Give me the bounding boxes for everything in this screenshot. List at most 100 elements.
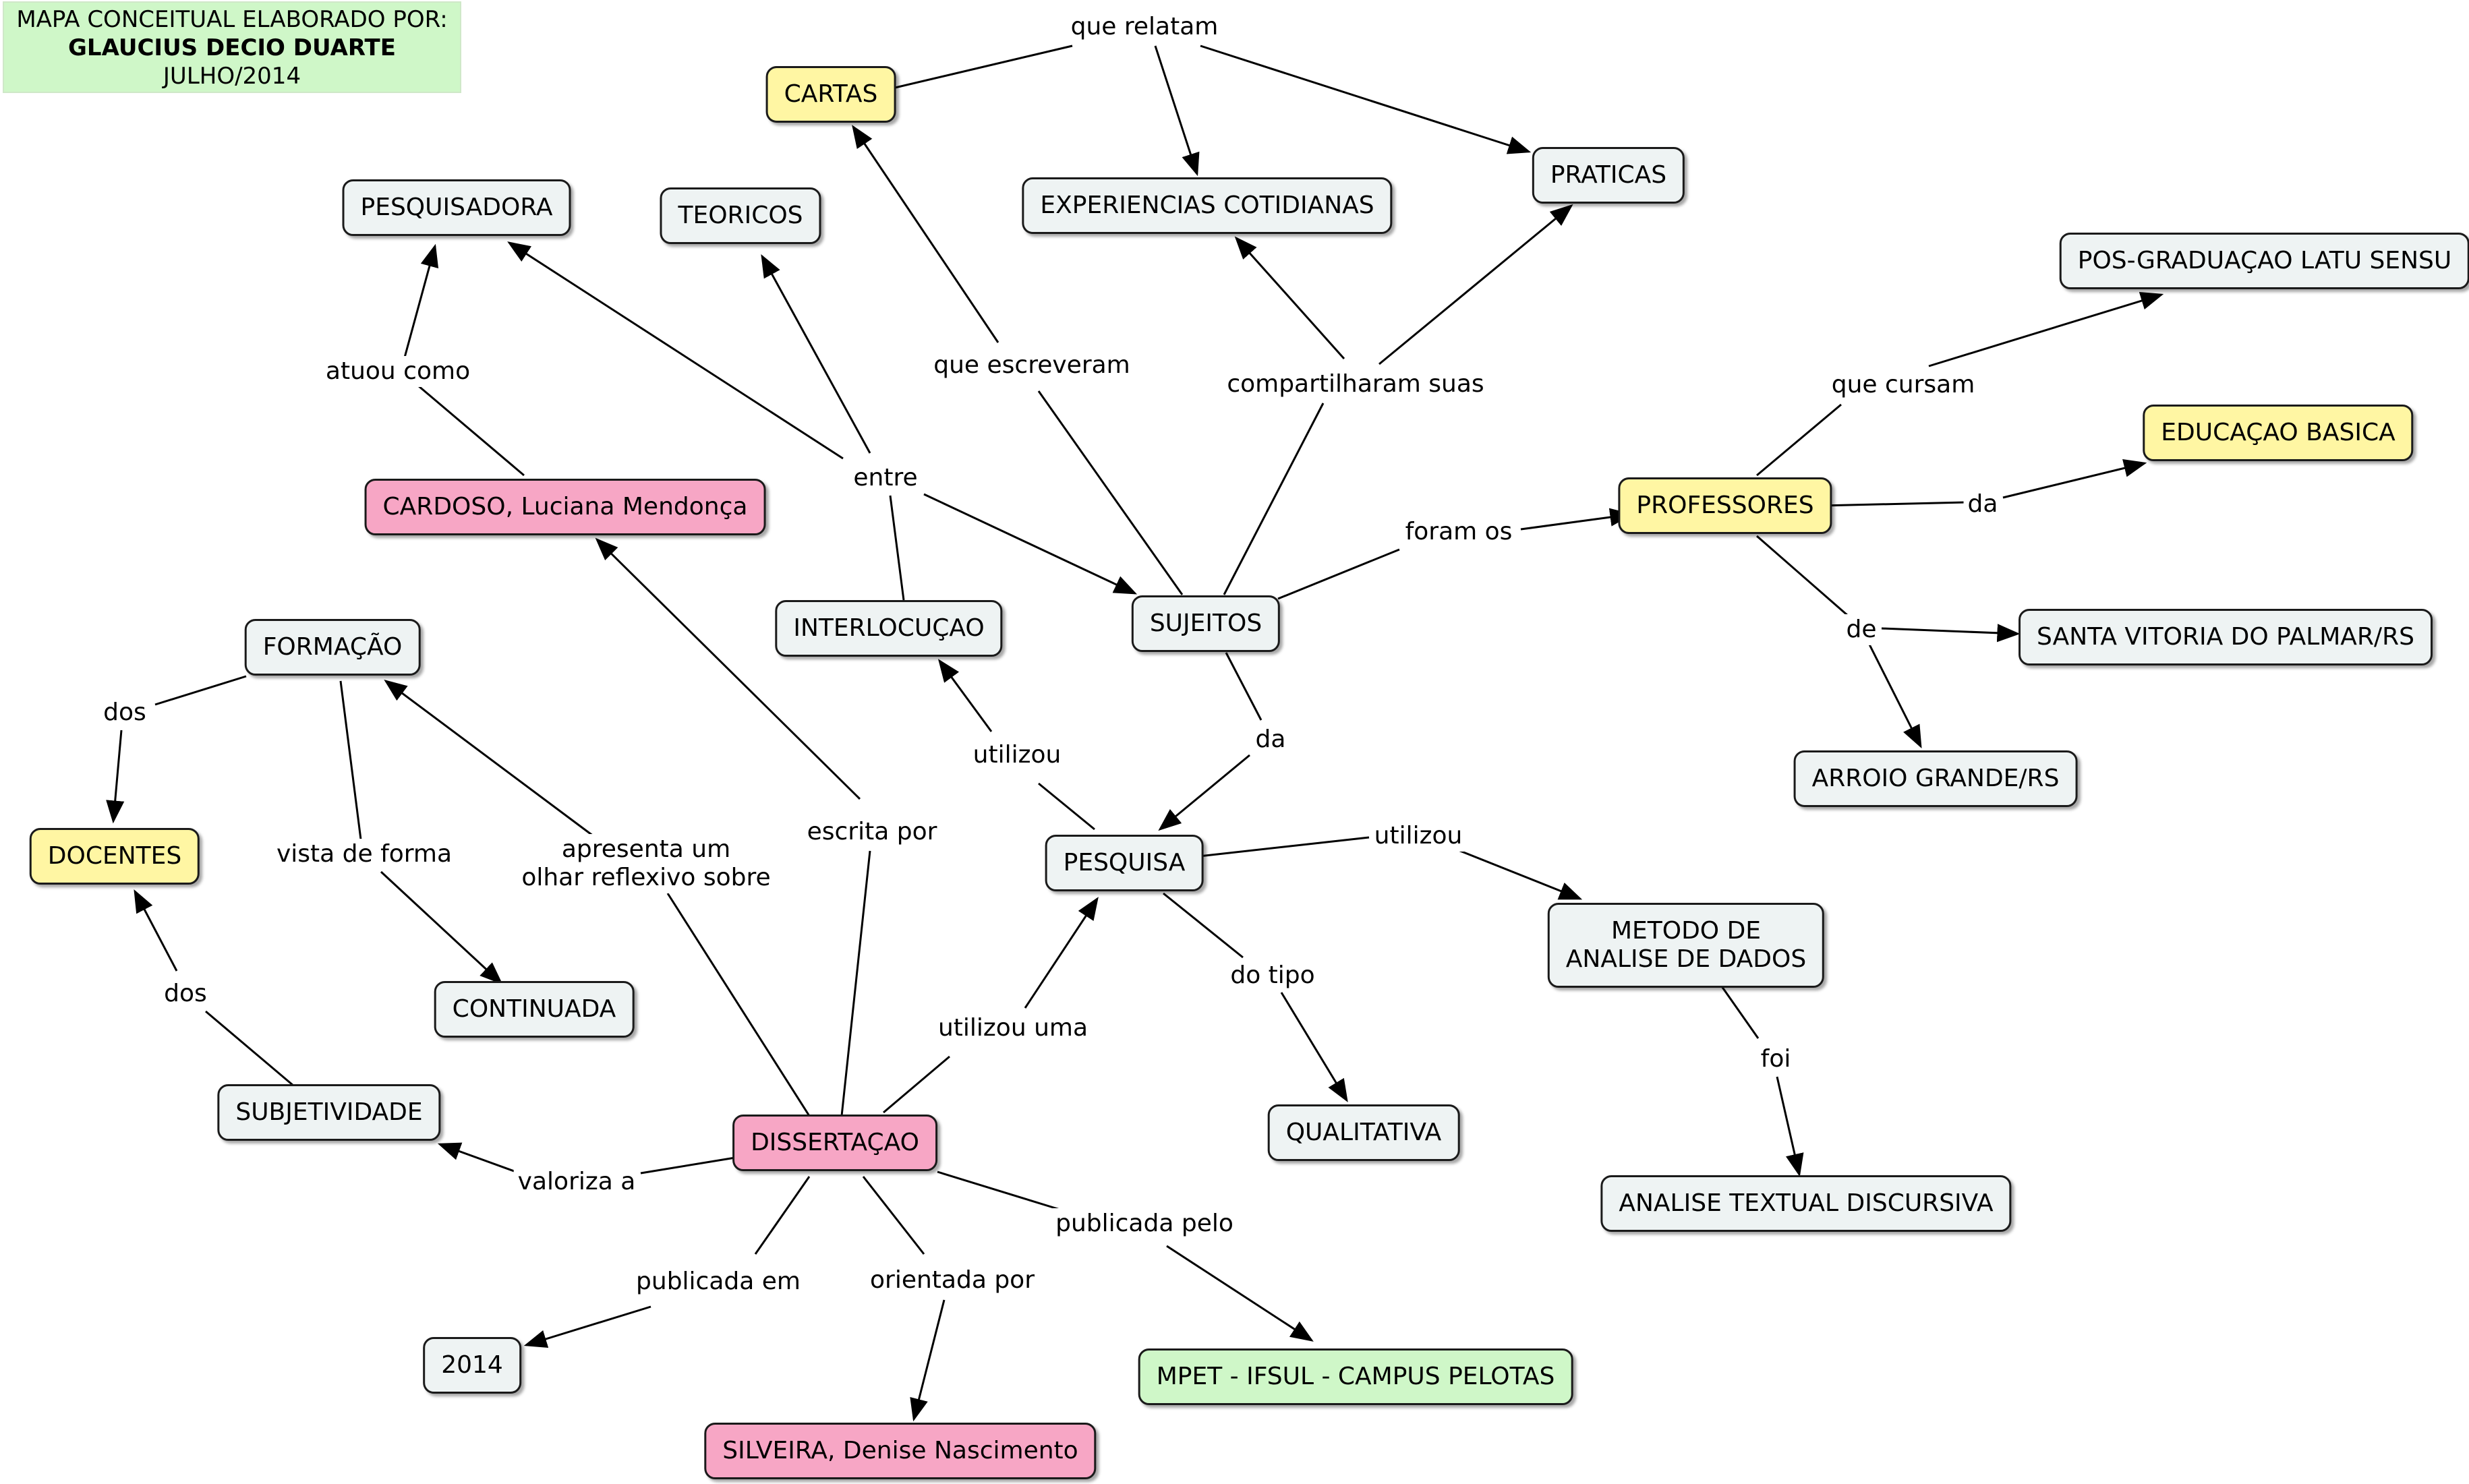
metodo-line-1: METODO DE [1610, 917, 1762, 945]
node-2014[interactable]: 2014 [423, 1337, 521, 1394]
connector-pesquisa-do-tipo [1163, 892, 1244, 959]
node-interlocucao[interactable]: INTERLOCUÇAO [775, 600, 1003, 657]
arrow-de-santa-vitoria [1881, 624, 2021, 643]
arrow-da-educacao [2002, 459, 2147, 499]
arrow-entre-pesquisadora [507, 241, 844, 460]
link-utilizou-interlocucao: utilizou [968, 740, 1066, 771]
link-que-cursam: que cursam [1827, 369, 1979, 400]
arrow-que-cursam-pos [1928, 291, 2164, 367]
arrow-que-escreveram-cartas [852, 125, 999, 343]
arrow-dos-docentes [106, 730, 125, 824]
arrow-dos-subj-docentes [134, 889, 178, 972]
arrow-entre-sujeitos [923, 493, 1138, 595]
link-entre: entre [849, 463, 922, 494]
connector-dissertacao-publicada-em [754, 1176, 811, 1255]
arrow-orientada-silveira [910, 1299, 946, 1422]
node-continuada[interactable]: CONTINUADA [434, 981, 635, 1038]
arrow-utilizou-uma-pesquisa [1024, 897, 1099, 1009]
node-professores[interactable]: PROFESSORES [1618, 477, 1832, 534]
connector-professores-de [1756, 535, 1849, 617]
arrow-que-relatam-praticas [1200, 44, 1532, 154]
node-cartas[interactable]: CARTAS [765, 66, 896, 123]
connector-cardoso-atuou-como [417, 384, 525, 477]
connector-formacao-vista [339, 680, 362, 840]
connector-dissertacao-escrita [840, 850, 871, 1117]
connector-dissertacao-valoriza [640, 1156, 736, 1175]
node-dissertacao[interactable]: DISSERTAÇAO [732, 1115, 937, 1171]
node-educacao-basica[interactable]: EDUCAÇAO BASICA [2143, 405, 2414, 461]
node-arroio-grande[interactable]: ARROIO GRANDE/RS [1793, 750, 2078, 807]
node-formacao[interactable]: FORMAÇÃO [244, 619, 421, 676]
link-orientada-por: orientada por [865, 1265, 1039, 1296]
arrow-compartilharam-experiencias [1234, 236, 1345, 359]
node-silveira[interactable]: SILVEIRA, Denise Nascimento [704, 1423, 1097, 1479]
connector-interlocucao-entre [889, 495, 905, 601]
connector-pesquisa-utilizou [1038, 782, 1095, 831]
link-compartilharam-suas: compartilharam suas [1223, 369, 1488, 400]
connector-subjetividade-dos [205, 1010, 294, 1087]
link-apresenta-line-1: apresenta um [561, 835, 731, 863]
link-valoriza-a: valoriza a [513, 1166, 640, 1197]
arrow-valoriza-subjetividade [437, 1142, 517, 1173]
connector-sujeitos-compartilharam [1223, 403, 1325, 595]
credit-line-1: MAPA CONCEITUAL ELABORADO POR: [16, 6, 448, 33]
node-praticas[interactable]: PRATICAS [1532, 147, 1685, 204]
node-qualitativa[interactable]: QUALITATIVA [1267, 1104, 1460, 1161]
node-metodo-analise[interactable]: METODO DE ANALISE DE DADOS [1547, 903, 1825, 988]
link-dos-subjetividade: dos [160, 978, 211, 1009]
node-mpet[interactable]: MPET - IFSUL - CAMPUS PELOTAS [1138, 1348, 1573, 1405]
link-de: de [1842, 614, 1881, 645]
node-experiencias-cotidianas[interactable]: EXPERIENCIAS COTIDIANAS [1022, 177, 1393, 234]
node-sujeitos[interactable]: SUJEITOS [1131, 595, 1281, 652]
arrow-apresenta-formacao [384, 679, 594, 837]
node-subjetividade[interactable]: SUBJETIVIDADE [217, 1084, 441, 1141]
connector-formacao-dos [154, 675, 247, 706]
link-que-relatam: que relatam [1066, 11, 1223, 42]
arrow-compartilharam-praticas [1378, 204, 1573, 365]
connector-sujeitos-da [1225, 652, 1262, 721]
link-da-professores: da [1963, 489, 2002, 520]
arrow-foi-analise [1776, 1076, 1804, 1177]
author-credit: MAPA CONCEITUAL ELABORADO POR: GLAUCIUS … [3, 1, 461, 93]
node-santa-vitoria[interactable]: SANTA VITORIA DO PALMAR/RS [2018, 609, 2433, 665]
link-que-escreveram: que escreveram [929, 350, 1134, 381]
node-pesquisadora[interactable]: PESQUISADORA [342, 179, 571, 236]
credit-date: JULHO/2014 [163, 63, 301, 90]
node-analise-textual[interactable]: ANALISE TEXTUAL DISCURSIVA [1600, 1175, 2012, 1232]
node-pesquisa[interactable]: PESQUISA [1045, 835, 1204, 891]
link-atuou-como: atuou como [321, 356, 475, 387]
arrow-publicada-em-2014 [523, 1305, 651, 1348]
node-docentes[interactable]: DOCENTES [29, 828, 200, 885]
connector-sujeitos-foram-os [1277, 548, 1400, 600]
connector-dissertacao-apresenta [666, 893, 811, 1117]
node-teoricos[interactable]: TEORICOS [660, 187, 821, 244]
connector-sujeitos-que-escreveram [1037, 390, 1184, 595]
arrow-foram-os-professores [1520, 508, 1633, 531]
arrow-da-pesquisa [1158, 754, 1250, 831]
link-foram-os: foram os [1401, 516, 1517, 547]
arrow-entre-teoricos [761, 254, 871, 454]
connector-metodo-foi [1720, 986, 1760, 1039]
connector-pesquisa-utilizou-metodo [1198, 836, 1370, 858]
connector-professores-que-cursam [1756, 403, 1842, 477]
connector-professores-da [1820, 501, 1967, 507]
link-do-tipo: do tipo [1226, 960, 1319, 991]
arrow-utilizou-metodo [1456, 848, 1583, 900]
connector-dissertacao-publicada-pelo [937, 1170, 1063, 1212]
link-utilizou-uma: utilizou uma [933, 1013, 1093, 1044]
arrow-do-tipo-qualitativa [1280, 992, 1348, 1102]
arrow-escrita-cardoso [595, 537, 861, 800]
link-utilizou-metodo: utilizou [1370, 821, 1467, 852]
connector-cartas-que-relatam [892, 44, 1073, 90]
link-escrita-por: escrita por [803, 817, 941, 848]
connector-dissertacao-utilizou-uma [883, 1055, 950, 1114]
node-cardoso[interactable]: CARDOSO, Luciana Mendonça [364, 479, 766, 535]
node-pos-graduacao[interactable]: POS-GRADUAÇAO LATU SENSU [2059, 233, 2469, 289]
link-da-sujeitos: da [1251, 724, 1290, 755]
arrow-vista-continuada [380, 870, 503, 985]
link-foi: foi [1756, 1044, 1795, 1075]
metodo-line-2: ANALISE DE DADOS [1565, 945, 1807, 973]
link-apresenta-line-2: olhar reflexivo sobre [521, 864, 771, 891]
arrow-que-relatam-experiencias [1154, 45, 1200, 177]
